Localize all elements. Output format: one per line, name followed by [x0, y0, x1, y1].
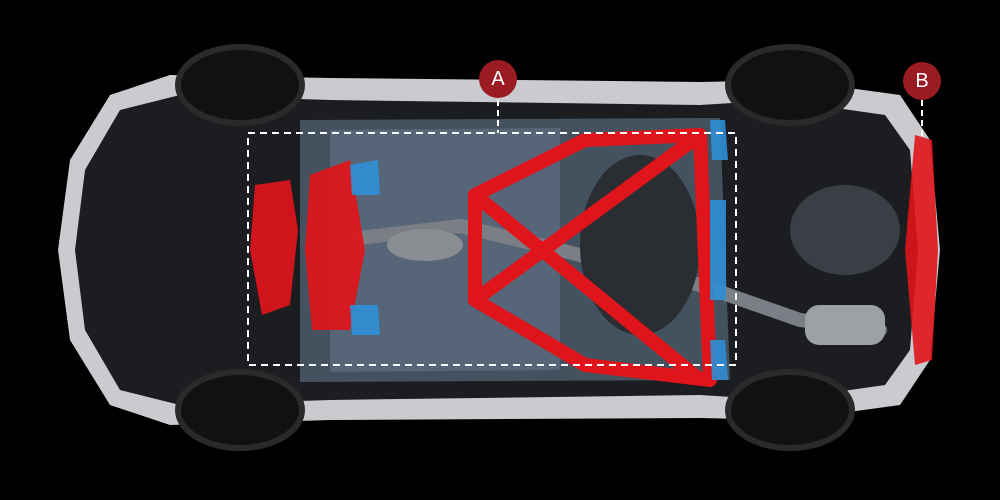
- callout-a-label: A: [491, 68, 505, 90]
- wheel-front-left: [175, 44, 305, 126]
- muffler: [805, 305, 885, 345]
- area-a-frame: [247, 132, 737, 366]
- rear-bumper-reinforcement: [905, 135, 938, 365]
- front-brace-left: [250, 180, 298, 315]
- wheel-rear-right: [725, 369, 855, 451]
- callout-b-circle: [903, 62, 941, 100]
- blue-reinforcements: [350, 120, 728, 380]
- rear-x-brace: [468, 128, 717, 387]
- wheels: [175, 44, 855, 451]
- catalytic-converter: [387, 229, 463, 261]
- wheel-front-right: [175, 369, 305, 451]
- front-brace-right: [305, 160, 365, 330]
- callout-b-label: B: [915, 70, 929, 92]
- wheel-rear-left: [725, 44, 855, 126]
- rear-suspension: [790, 185, 900, 275]
- callout-a-circle: [479, 60, 517, 98]
